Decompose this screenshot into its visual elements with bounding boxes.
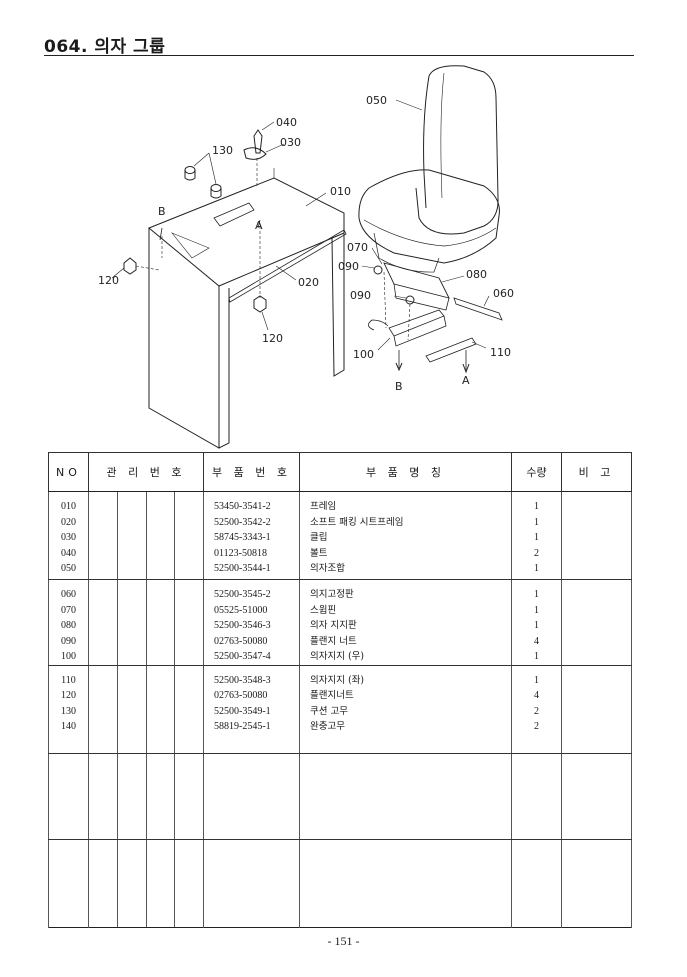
row-part-name: 의자지지 (우) bbox=[310, 651, 365, 662]
header-no: NO bbox=[48, 452, 89, 492]
callout-b-upper: B bbox=[158, 205, 166, 218]
diagram-svg: 050 040 030 130 010 B A 070 090 080 090 … bbox=[98, 65, 514, 449]
row-qty: 2 bbox=[534, 705, 539, 717]
page-number: - 151 - bbox=[327, 934, 360, 948]
callout-130: 130 bbox=[212, 144, 233, 157]
row-no: 050 bbox=[61, 563, 76, 574]
row-qty: 1 bbox=[534, 532, 539, 543]
row-qty: 1 bbox=[534, 501, 539, 512]
row-qty: 4 bbox=[534, 690, 539, 701]
row-qty: 4 bbox=[534, 635, 539, 647]
callout-110: 110 bbox=[490, 346, 511, 359]
row-part-name: 볼트 bbox=[310, 547, 328, 559]
row-part-no: 52500-3549-1 bbox=[214, 705, 271, 717]
table-group: 010 020 030 040 050 53450-3541-2 52500-3… bbox=[48, 491, 632, 580]
callout-020: 020 bbox=[298, 276, 319, 289]
row-part-name: 플랜지 너트 bbox=[310, 635, 357, 647]
row-part-no: 02763-50080 bbox=[214, 690, 268, 701]
row-no: 130 bbox=[61, 705, 76, 717]
callout-040: 040 bbox=[276, 116, 297, 129]
table-group-empty bbox=[48, 839, 632, 927]
row-part-name: 소프트 패킹 시트프레임 bbox=[310, 516, 404, 528]
row-qty: 1 bbox=[534, 620, 539, 631]
row-part-no: 58745-3343-1 bbox=[214, 532, 271, 543]
callout-a-upper: A bbox=[255, 219, 263, 232]
callout-010: 010 bbox=[330, 185, 351, 198]
table-group-empty bbox=[48, 753, 632, 840]
callout-060: 060 bbox=[493, 287, 514, 300]
page-title: 064. 의자 그룹 bbox=[44, 37, 166, 57]
row-part-name: 의자 지지판 bbox=[310, 620, 357, 631]
row-qty: 1 bbox=[534, 516, 539, 528]
header-qty: 수량 bbox=[511, 452, 562, 492]
row-part-no: 53450-3541-2 bbox=[214, 501, 271, 512]
row-part-name: 클립 bbox=[310, 532, 328, 543]
title-divider bbox=[44, 55, 634, 56]
remarks-cell bbox=[561, 665, 632, 754]
row-part-no: 52500-3547-4 bbox=[214, 651, 271, 662]
row-qty: 1 bbox=[534, 563, 539, 574]
row-no: 020 bbox=[61, 516, 76, 528]
header-remarks: 비 고 bbox=[561, 452, 632, 492]
row-no: 070 bbox=[61, 604, 76, 616]
row-part-no: 52500-3542-2 bbox=[214, 516, 271, 528]
callout-070: 070 bbox=[347, 241, 368, 254]
row-qty: 1 bbox=[534, 651, 539, 662]
header-management-no: 관 리 번 호 bbox=[88, 452, 204, 492]
row-qty: 1 bbox=[534, 674, 539, 686]
row-part-name: 프레임 bbox=[310, 501, 337, 512]
table-group: 060 070 080 090 100 52500-3545-2 05525-5… bbox=[48, 579, 632, 666]
row-no: 030 bbox=[61, 532, 76, 543]
callout-080: 080 bbox=[466, 268, 487, 281]
row-part-name: 쿠션 고무 bbox=[310, 705, 348, 717]
row-part-no: 58819-2545-1 bbox=[214, 721, 271, 732]
table-group: 110 120 130 140 52500-3548-3 02763-50080… bbox=[48, 665, 632, 754]
row-no: 140 bbox=[61, 721, 76, 732]
row-no: 080 bbox=[61, 620, 76, 631]
row-no: 060 bbox=[61, 589, 76, 600]
row-qty: 1 bbox=[534, 604, 539, 616]
callout-100: 100 bbox=[353, 348, 374, 361]
row-no: 040 bbox=[61, 547, 76, 559]
callout-b-lower: B bbox=[395, 380, 403, 393]
row-part-no: 52500-3546-3 bbox=[214, 620, 271, 631]
row-part-no: 52500-3544-1 bbox=[214, 563, 271, 574]
callout-090-lower: 090 bbox=[350, 289, 371, 302]
row-part-name: 의자지지 (좌) bbox=[310, 674, 365, 686]
row-qty: 2 bbox=[534, 547, 539, 559]
row-part-name: 의지고정판 bbox=[310, 589, 354, 600]
callout-030: 030 bbox=[280, 136, 301, 149]
management-no-cell bbox=[88, 491, 204, 580]
row-qty: 1 bbox=[534, 589, 539, 600]
callout-a-lower: A bbox=[462, 374, 470, 387]
row-part-name: 의자조합 bbox=[310, 563, 345, 574]
remarks-cell bbox=[561, 579, 632, 666]
remarks-cell bbox=[561, 491, 632, 580]
row-no: 090 bbox=[61, 635, 76, 647]
callout-120-left: 120 bbox=[98, 274, 119, 287]
management-no-cell bbox=[88, 579, 204, 666]
row-no: 010 bbox=[61, 501, 76, 512]
row-part-no: 01123-50818 bbox=[214, 547, 267, 559]
row-part-no: 05525-51000 bbox=[214, 604, 268, 616]
header-part-no: 부 품 번 호 bbox=[203, 452, 300, 492]
row-part-no: 52500-3545-2 bbox=[214, 589, 271, 600]
row-no: 110 bbox=[61, 674, 76, 686]
row-part-no: 02763-50080 bbox=[214, 635, 268, 647]
header-part-name: 부 품 명 칭 bbox=[299, 452, 512, 492]
parts-table: NO 관 리 번 호 부 품 번 호 부 품 명 칭 수량 비 고 010 02… bbox=[48, 452, 632, 928]
row-part-name: 플랜지너트 bbox=[310, 690, 354, 701]
callout-050: 050 bbox=[366, 94, 387, 107]
row-part-name: 완충고무 bbox=[310, 721, 345, 732]
callout-120-bottom: 120 bbox=[262, 332, 283, 345]
exploded-parts-diagram: 050 040 030 130 010 B A 070 090 080 090 … bbox=[44, 58, 634, 450]
row-part-no: 52500-3548-3 bbox=[214, 674, 271, 686]
callout-090-upper: 090 bbox=[338, 260, 359, 273]
row-no: 100 bbox=[61, 651, 76, 662]
management-no-cell bbox=[88, 665, 204, 754]
row-no: 120 bbox=[61, 690, 76, 701]
row-qty: 2 bbox=[534, 721, 539, 732]
row-part-name: 스윕핀 bbox=[310, 604, 337, 616]
